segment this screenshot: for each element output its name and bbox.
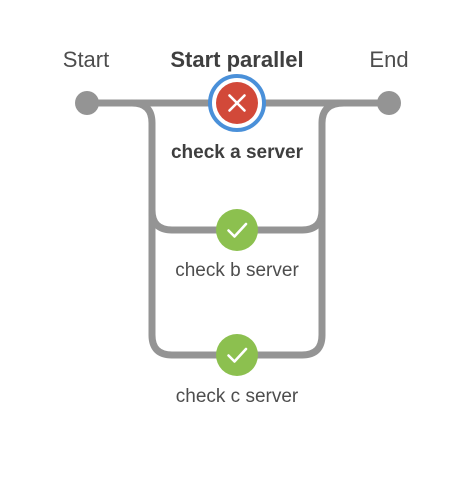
start-stage-label: Start — [62, 47, 110, 72]
branch-label-a[interactable]: check a server — [170, 142, 304, 163]
branch-node-b[interactable] — [216, 209, 258, 251]
join-connector — [233, 99, 348, 359]
fork-connector — [128, 99, 241, 359]
end-stage-label: End — [369, 47, 409, 72]
branch-node-a[interactable] — [208, 74, 266, 132]
branch-label-b[interactable]: check b server — [175, 260, 299, 281]
branch-label-c[interactable]: check c server — [175, 386, 299, 407]
checkmark-icon — [227, 222, 248, 238]
join-connector-b — [233, 206, 326, 234]
checkmark-icon — [227, 347, 248, 363]
success-status — [216, 334, 258, 376]
end-node[interactable] — [377, 91, 401, 115]
close-icon — [228, 94, 246, 112]
success-status — [216, 209, 258, 251]
branch-node-c[interactable] — [216, 334, 258, 376]
start-node[interactable] — [75, 91, 99, 115]
fork-connector-b — [148, 206, 241, 234]
parallel-stage-label: Start parallel — [170, 47, 304, 72]
